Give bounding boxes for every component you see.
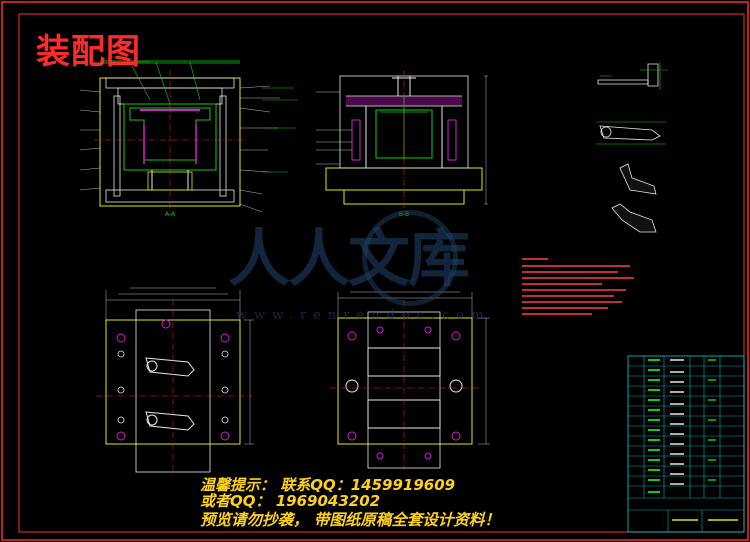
watermark-ring xyxy=(362,210,458,306)
section-view-b xyxy=(316,70,488,212)
inner-border xyxy=(18,13,745,533)
notice-line-warning: 预览请勿抄袭， 带图纸原稿全套设计资料！ xyxy=(200,511,500,529)
technical-notes xyxy=(522,256,642,324)
plan-view-right xyxy=(330,291,490,470)
technical-notes-lines xyxy=(522,258,634,315)
section-view-a xyxy=(79,60,298,214)
plan-view-left xyxy=(96,287,254,474)
bill-of-materials-table xyxy=(627,355,745,533)
watermark-url: www.renrendoc.com xyxy=(236,308,491,323)
notice-line-alt-contact: 或者QQ： 1969043202 xyxy=(200,492,381,510)
section-label-a: A-A xyxy=(165,211,176,218)
notice-line-contact: 温馨提示： 联系QQ：1459919609 xyxy=(200,476,456,494)
watermark-text: 人人文库 xyxy=(228,222,470,295)
drawing-title: 装配图 xyxy=(36,32,141,72)
part-sketches xyxy=(596,62,668,233)
